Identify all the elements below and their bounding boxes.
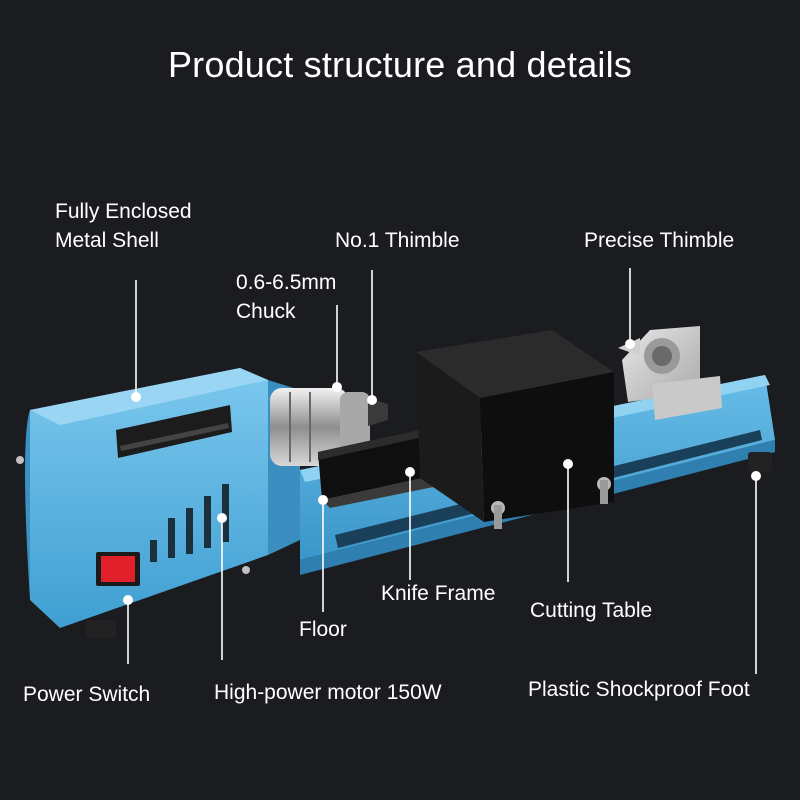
leader-lines xyxy=(123,268,761,674)
cutting-table xyxy=(416,330,614,529)
label-cutting-table: Cutting Table xyxy=(530,599,653,622)
label-precise-thimble: Precise Thimble xyxy=(584,229,735,252)
label-metal-shell: Fully Enclosed Metal Shell xyxy=(55,197,192,255)
label-floor: Floor xyxy=(299,618,347,641)
page-title: Product structure and details xyxy=(167,44,633,85)
motor-housing xyxy=(16,368,300,628)
chuck xyxy=(270,388,388,466)
label-motor: High-power motor 150W xyxy=(214,681,442,704)
label-chuck-line2: Chuck xyxy=(236,300,296,323)
label-no1-thimble: No.1 Thimble xyxy=(335,229,460,252)
label-knife-frame: Knife Frame xyxy=(381,582,496,605)
label-power-switch: Power Switch xyxy=(23,683,151,706)
label-metal-shell-line2: Metal Shell xyxy=(55,229,159,252)
power-switch xyxy=(96,552,140,586)
label-chuck: 0.6-6.5mm Chuck xyxy=(236,268,336,326)
tailstock xyxy=(618,326,722,420)
shockproof-foot xyxy=(86,452,772,638)
label-chuck-line1: 0.6-6.5mm xyxy=(236,271,337,294)
label-shockproof-foot: Plastic Shockproof Foot xyxy=(528,678,750,701)
label-metal-shell-line1: Fully Enclosed xyxy=(55,200,192,223)
